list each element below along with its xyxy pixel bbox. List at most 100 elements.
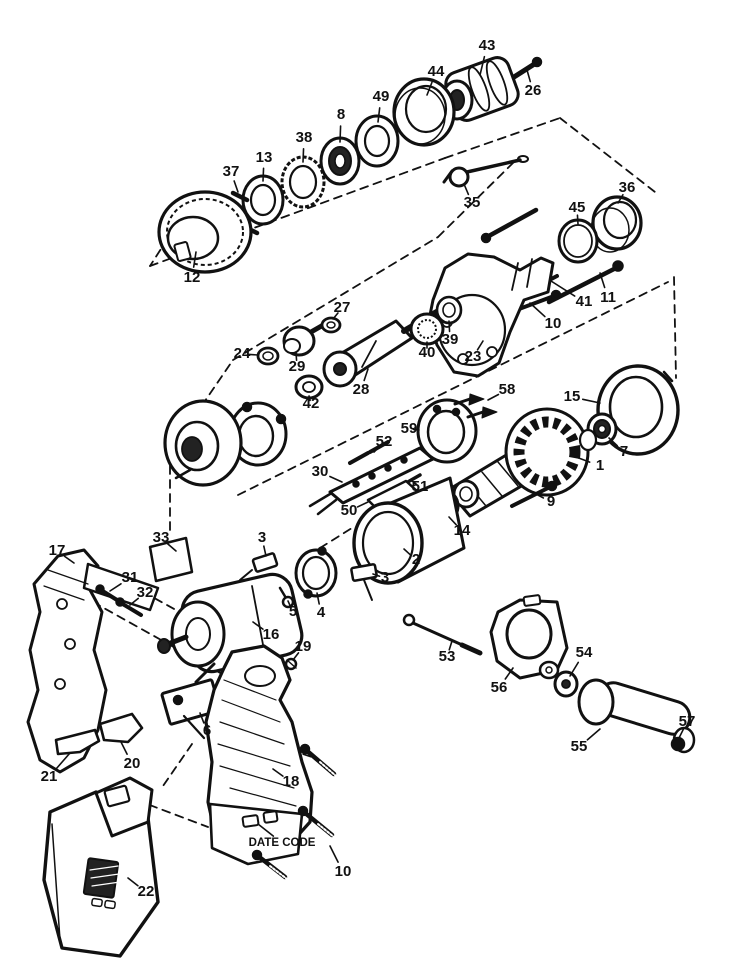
gearcase-23-neck2	[526, 258, 533, 288]
housing-17-hole1	[56, 598, 68, 610]
arrow-58b-tip	[481, 406, 498, 419]
brush-3b	[350, 563, 378, 582]
leader-line-58	[487, 393, 500, 401]
leader-line-22	[127, 877, 139, 887]
screw-9-shaft	[510, 485, 552, 508]
leader-line-50	[356, 501, 369, 508]
leader-line-5	[287, 600, 292, 608]
stud-37a	[230, 190, 250, 203]
clutch-12-window	[173, 241, 192, 262]
leader-line-20	[120, 741, 128, 755]
chuck-43-band1	[467, 66, 491, 112]
brush-3a	[251, 552, 279, 573]
part-label-35: 35	[464, 194, 481, 211]
part-label-date-code: DATE CODE	[249, 837, 316, 849]
battery-22-vent-l2	[90, 873, 120, 879]
screw-10c-head	[480, 232, 492, 244]
brushplate-wire1	[316, 498, 338, 516]
part-label-14: 14	[454, 522, 471, 539]
dash-segment	[673, 276, 677, 379]
part-label-57: 57	[679, 713, 696, 730]
leader-line-3	[372, 573, 381, 578]
screw-9-head	[546, 480, 558, 492]
leader-line-10	[329, 845, 339, 863]
screw-32-head	[115, 597, 125, 607]
part-label-15: 15	[564, 388, 581, 405]
ring-49-inner	[363, 124, 391, 158]
gearcase-23-hole2	[457, 353, 469, 365]
leader-line-26	[526, 69, 532, 83]
screw-52a	[348, 451, 370, 465]
chuck-43-band2	[485, 60, 509, 106]
housing-17-hole2	[64, 638, 76, 650]
baffle-59-inner	[426, 409, 466, 455]
gear-38-outer	[280, 155, 326, 209]
arrow-58a-line	[453, 397, 472, 406]
ring-39-outer	[435, 295, 463, 325]
pinion-29-face	[283, 338, 301, 354]
arrow-58a-tip	[468, 393, 485, 406]
housing-17-hole3	[54, 678, 66, 690]
leader-line-55	[586, 728, 601, 741]
leader-line-4	[316, 592, 321, 605]
baffle-15-notch2	[662, 370, 674, 383]
part-label-12: 12	[184, 269, 201, 286]
armature-1-comm	[578, 428, 598, 452]
leader-line-39	[448, 320, 451, 333]
leader-line-19	[292, 652, 300, 661]
part-label-11: 11	[600, 289, 616, 306]
screw-32-shaft	[119, 601, 143, 617]
clamp-56-top	[522, 594, 542, 607]
brush-3a-wire	[239, 569, 253, 581]
part-label-29: 29	[289, 358, 306, 375]
leader-line-56	[504, 667, 514, 680]
baffle-15-outer	[596, 364, 680, 456]
screw-10b2-thread	[317, 823, 335, 838]
handle-18-toprib	[244, 665, 276, 687]
leader-line-51	[411, 480, 418, 486]
part-label-6: 6	[203, 722, 211, 739]
part-label-52: 52	[376, 433, 393, 450]
screw-10b1-head	[299, 743, 311, 755]
part-label-9: 9	[547, 493, 555, 510]
leader-line-59	[412, 428, 420, 431]
leader-line-3	[262, 545, 267, 557]
clamp-56-hole	[505, 608, 553, 660]
part-label-3: 3	[381, 569, 389, 586]
leader-line-35	[463, 183, 470, 196]
ring-24-outer	[256, 346, 280, 366]
housing-17-hatch1	[47, 569, 89, 585]
dash-segment	[559, 117, 656, 193]
ring-49-outer	[354, 114, 400, 168]
ring-42-inner	[302, 381, 316, 393]
washer-13-inner	[249, 183, 277, 217]
leader-line-45	[576, 214, 579, 225]
leader-line-15	[581, 398, 601, 404]
bolt-53-threads	[459, 642, 483, 656]
housing-17-hatch2	[43, 585, 85, 601]
handle-55-flange	[577, 678, 615, 726]
washer-54-inner	[561, 679, 571, 689]
leader-line-44	[426, 81, 433, 96]
part-label-50: 50	[341, 502, 358, 519]
plate-25-inner	[174, 420, 220, 472]
leader-line-43	[479, 55, 486, 76]
baffle-15-inner	[608, 375, 664, 439]
bolt-53-head	[402, 613, 416, 627]
handle-18-base	[208, 802, 304, 866]
part-label-16: 16	[263, 626, 280, 643]
leader-line-42	[308, 395, 311, 402]
spindle-28-hub-bore	[333, 362, 347, 376]
dash-segment	[437, 159, 517, 238]
leader-line-9	[533, 492, 545, 499]
part-label-8: 8	[337, 106, 345, 123]
part-label-49: 49	[373, 88, 390, 105]
plate-34-tab2	[275, 413, 287, 425]
ring-24-inner	[262, 351, 274, 361]
gear-38-inner	[288, 164, 318, 200]
part-label-10: 10	[335, 863, 352, 880]
handle-18-hatch3	[219, 721, 285, 745]
motor-16-stripe	[251, 585, 265, 651]
part-label-45: 45	[569, 199, 586, 216]
